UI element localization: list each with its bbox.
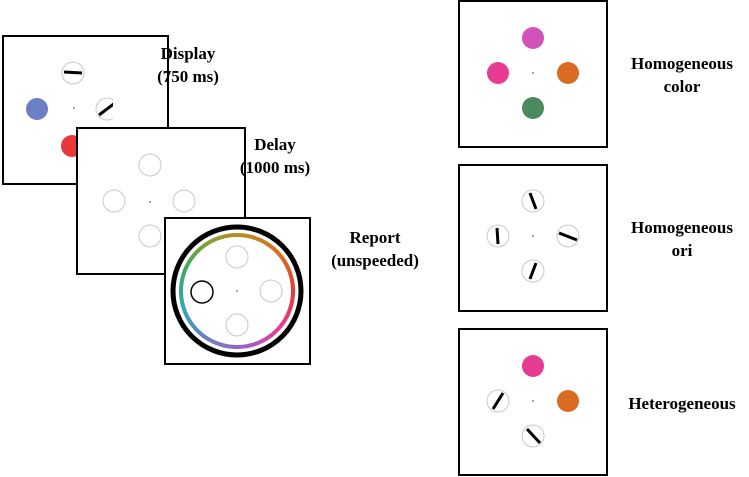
heterogeneous-panel <box>458 328 608 476</box>
hc-bottom-color-disk <box>522 97 544 119</box>
report-right-placeholder <box>259 279 283 303</box>
homogeneous-ori-frame <box>458 164 608 312</box>
het-bottom-orientation-bar <box>525 427 542 445</box>
het-right-color-disk <box>557 390 579 412</box>
report-bottom-placeholder <box>225 313 249 337</box>
het-left-orientation-bar <box>491 392 505 410</box>
hc-fixation-dot <box>532 72 534 74</box>
report-screen <box>164 217 311 365</box>
report-probed-item[interactable] <box>190 280 214 304</box>
report-outer-ring <box>170 224 304 358</box>
homogeneous-color-label: Homogeneous color <box>631 54 733 96</box>
hc-left-color-disk <box>487 62 509 84</box>
ho-left-orientation-bar <box>495 227 500 245</box>
display-left-color-disk <box>26 98 48 120</box>
homogeneous-ori-label: Homogeneous ori <box>631 218 733 260</box>
report-top-placeholder <box>225 245 249 269</box>
display-fixation-dot <box>73 107 75 109</box>
display-label: Display (750 ms) <box>157 44 219 86</box>
homogeneous-ori-panel <box>458 164 608 312</box>
ho-bottom-orientation-bar <box>528 262 538 280</box>
report-color-wheel[interactable] <box>178 232 296 350</box>
display-right-orientation-bar <box>98 102 113 117</box>
hc-right-color-disk <box>557 62 579 84</box>
heterogeneous-label: Heterogeneous <box>628 394 736 413</box>
delay-label: Delay (1000 ms) <box>239 135 311 177</box>
report-fixation-dot <box>236 290 238 292</box>
delay-right-placeholder <box>172 189 196 213</box>
report-label: Report (unspeeded) <box>331 228 419 270</box>
ho-fixation-dot <box>532 235 534 237</box>
ho-top-orientation-bar <box>528 192 538 210</box>
display-top-orientation-bar <box>63 70 83 75</box>
delay-top-placeholder <box>138 153 162 177</box>
homogeneous-color-panel <box>458 0 608 148</box>
het-top-color-disk <box>522 355 544 377</box>
hc-top-color-disk <box>522 27 544 49</box>
delay-bottom-placeholder <box>138 224 162 248</box>
ho-right-orientation-bar <box>558 231 578 242</box>
delay-fixation-dot <box>149 201 151 203</box>
delay-left-placeholder <box>102 189 126 213</box>
het-fixation-dot <box>532 400 534 402</box>
